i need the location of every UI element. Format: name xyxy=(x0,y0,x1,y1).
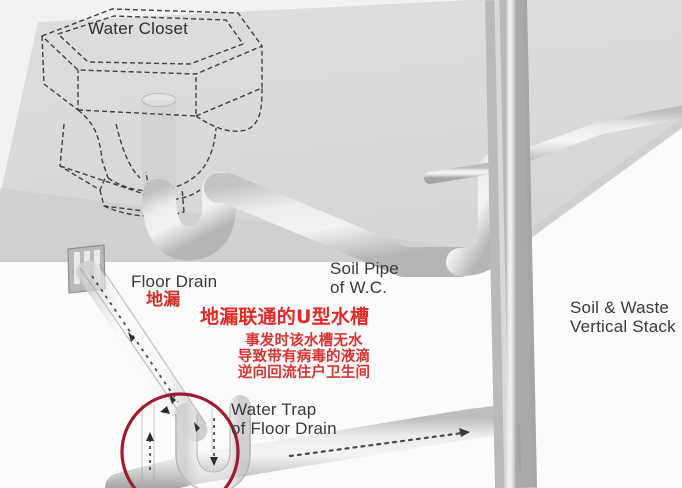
label-water-trap: Water Trap of Floor Drain xyxy=(231,400,337,439)
label-floor-drain-cn: 地漏 xyxy=(146,290,181,310)
floor-drain-branch-pipe xyxy=(76,260,208,442)
annotation-body: 事发时该水槽无水 导致带有病毒的液滴 逆向回流住户卫生间 xyxy=(237,333,371,382)
vertical-stack-pipe xyxy=(485,0,537,488)
label-floor-drain: Floor Drain xyxy=(131,272,218,291)
flow-arrow-horizontal xyxy=(288,428,472,458)
flow-arrow-branch xyxy=(91,275,179,404)
label-soil-pipe: Soil Pipe of W.C. xyxy=(330,259,399,298)
label-vertical-stack: Soil & Waste Vertical Stack xyxy=(570,298,676,337)
annotation-heading: 地漏联通的U型水槽 xyxy=(200,306,370,328)
flow-arrow-trap xyxy=(146,406,218,470)
highlight-circle xyxy=(120,392,240,488)
label-water-closet: Water Closet xyxy=(88,19,189,38)
